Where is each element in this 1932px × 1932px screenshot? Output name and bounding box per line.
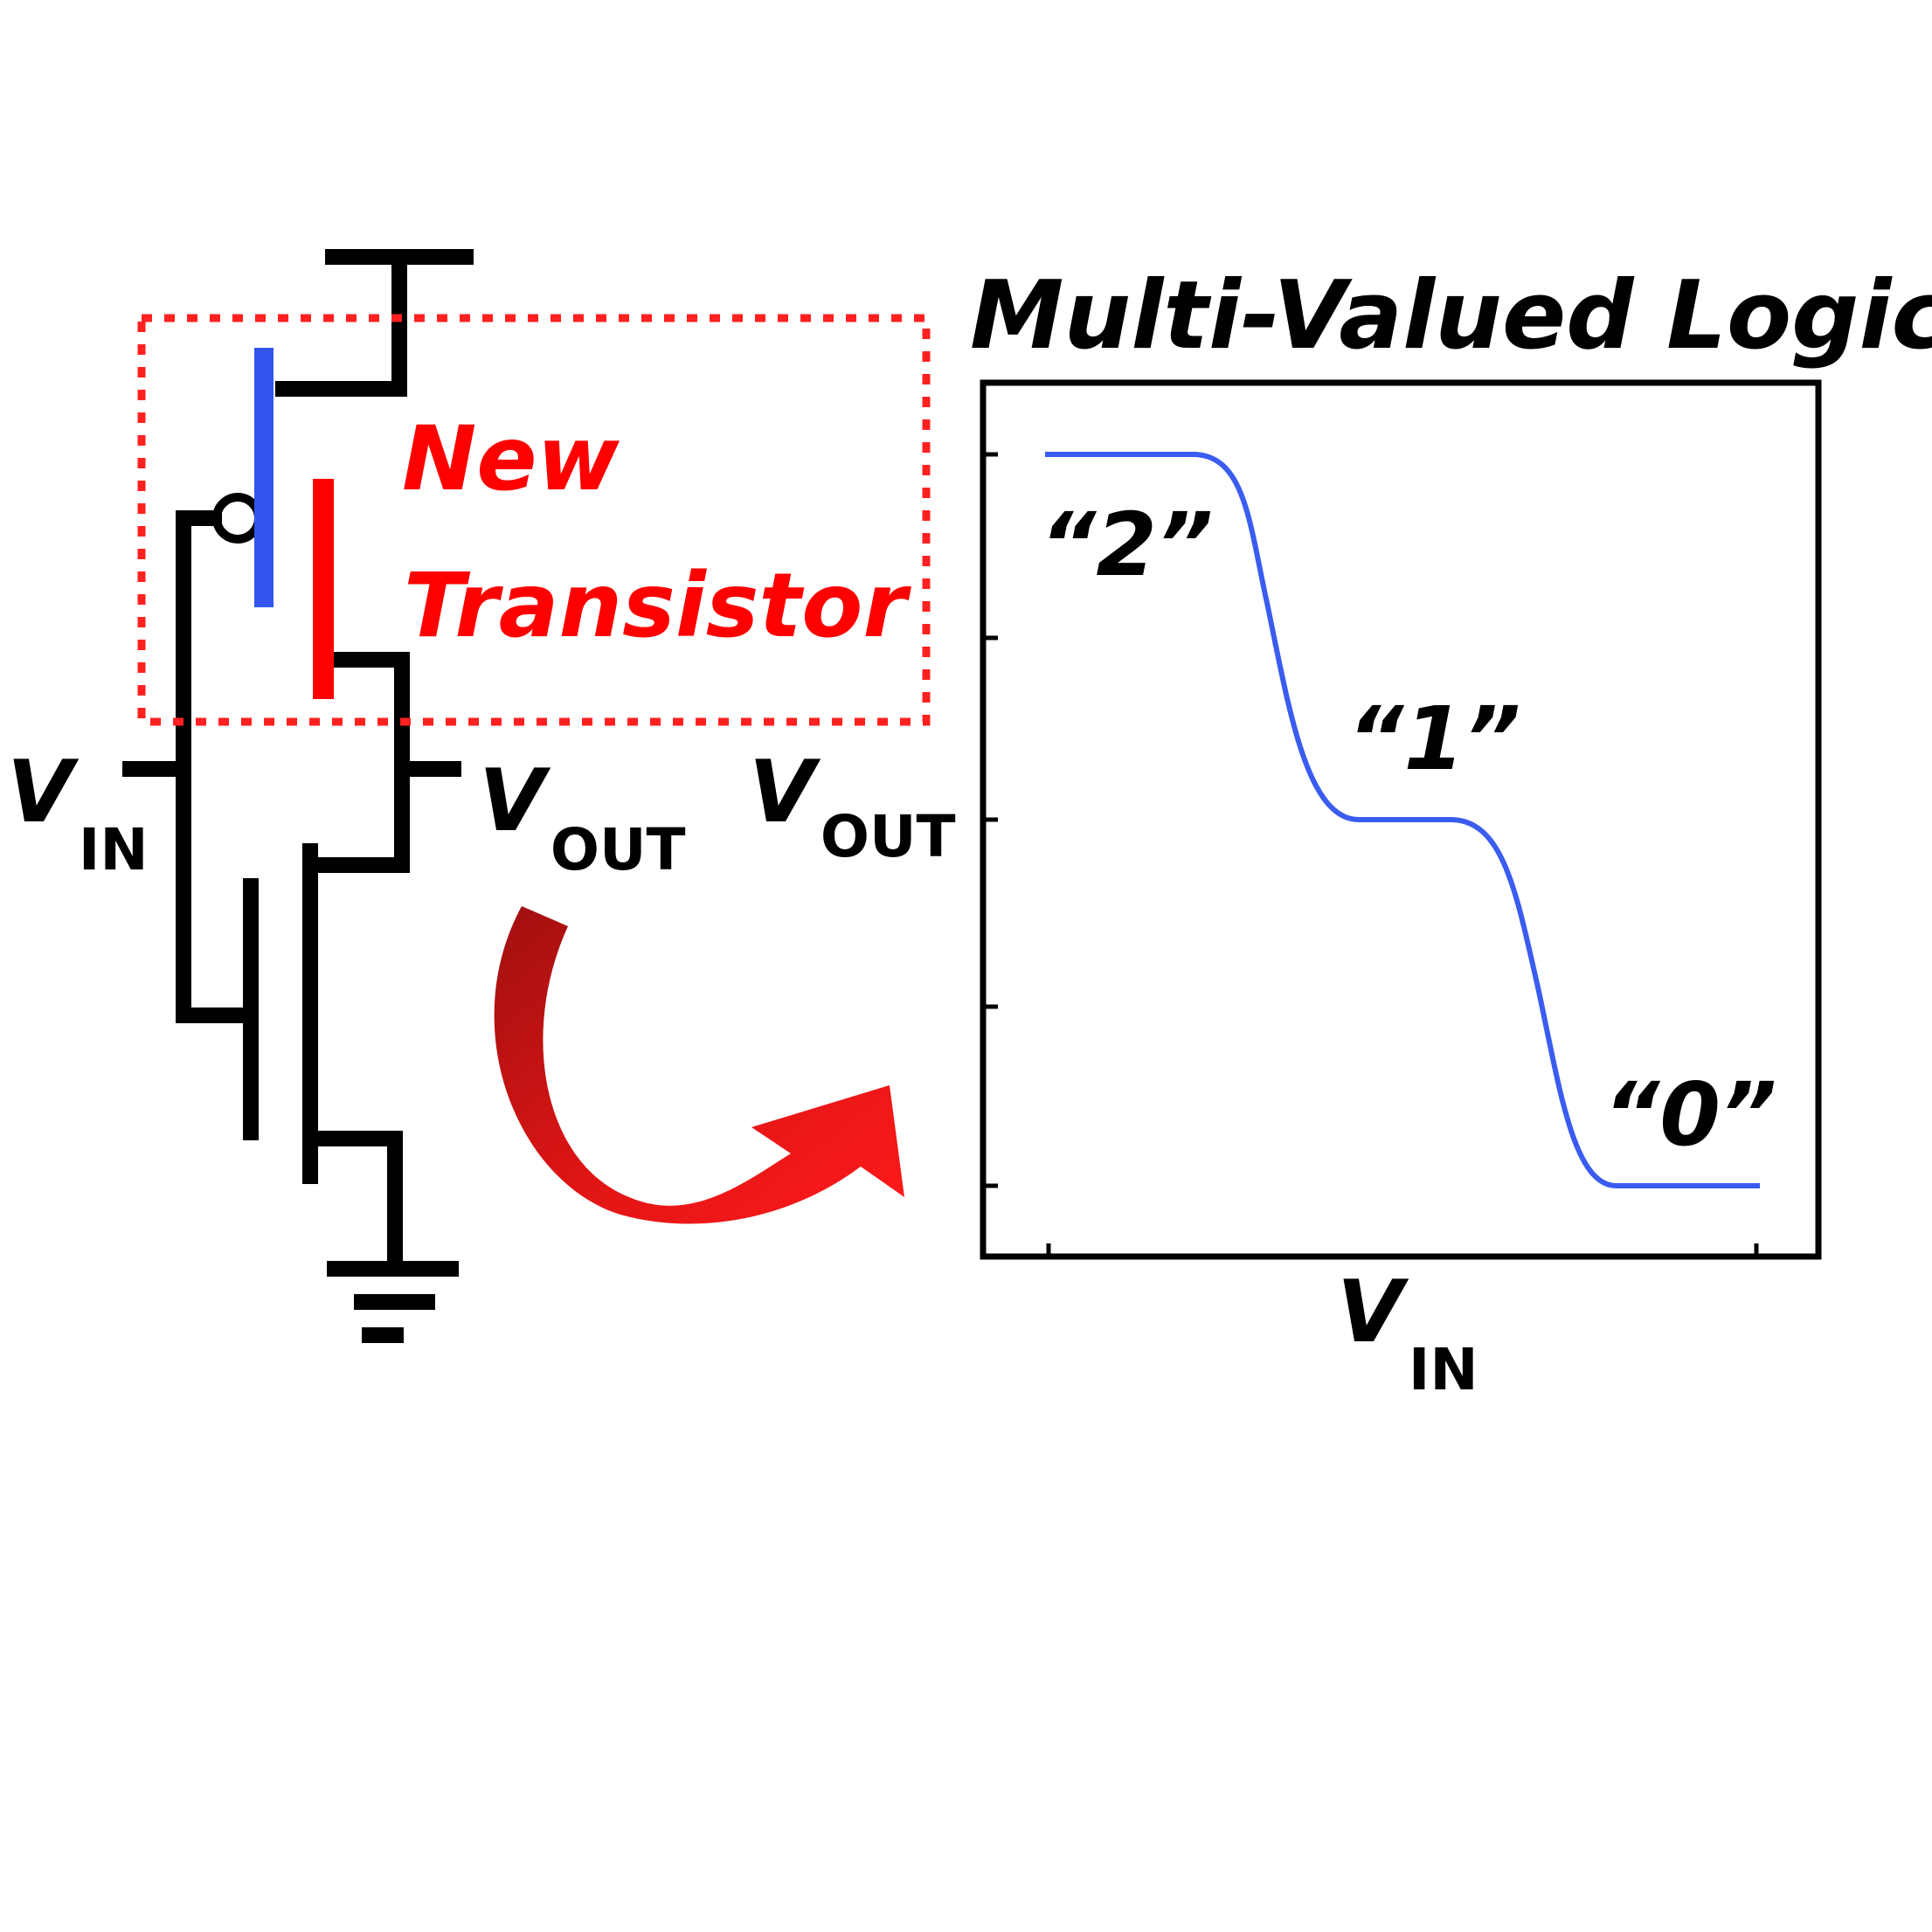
nmos-source-wire [310, 1131, 403, 1269]
new-transistor-highlight-box [137, 314, 931, 726]
highlight-label-transistor: Transistor [404, 554, 911, 658]
circuit-vout-label: VOUT [479, 751, 686, 883]
y-axis-label: VOUT [749, 743, 956, 870]
circuit-vin-label: VIN [7, 743, 149, 883]
level-label-2: “2” [1040, 494, 1213, 596]
pmos-gate-wire [176, 510, 249, 1023]
circuit-vout-subscript: OUT [551, 816, 686, 883]
transfer-curve [1045, 452, 1760, 1188]
circuit-vin-subscript: IN [79, 816, 149, 883]
y-ticks [983, 452, 1759, 1257]
x-axis-label: VIN [1337, 1263, 1478, 1403]
x-axis-subscript: IN [1409, 1336, 1478, 1403]
circuit [122, 249, 474, 1343]
curved-arrow [494, 906, 904, 1224]
highlight-label-new: New [402, 407, 620, 511]
pmos-inversion-bubble [212, 493, 263, 544]
level-label-0: “0” [1603, 1063, 1776, 1166]
plot: “2” “1” “0” Multi-Valued Logic VOUT VIN [749, 261, 1932, 1403]
y-axis-subscript: OUT [821, 803, 956, 870]
vdd-stem [275, 257, 407, 397]
plot-title: Multi-Valued Logic [970, 261, 1932, 370]
level-label-1: “1” [1347, 688, 1520, 790]
